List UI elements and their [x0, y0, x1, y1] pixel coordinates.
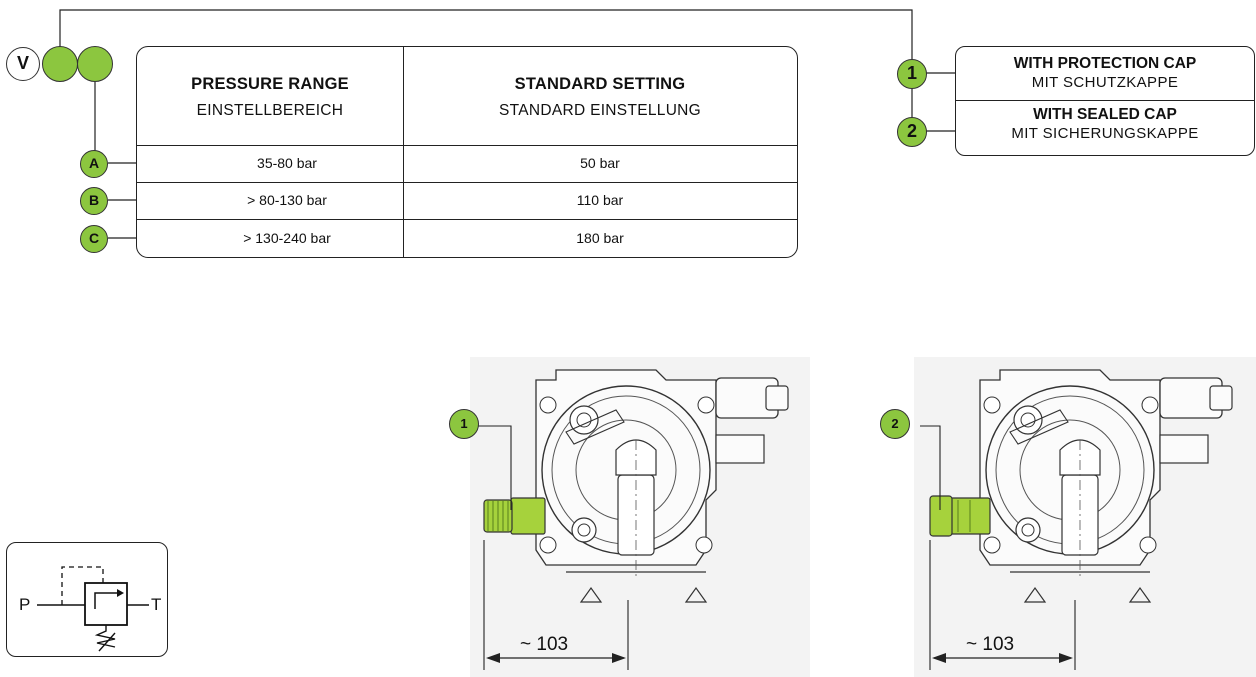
cap-option-2: WITH SEALED CAP MIT SICHERUNGSKAPPE	[1011, 106, 1199, 142]
port-p-label: P	[19, 595, 31, 614]
setting-cell-a: 50 bar	[580, 155, 620, 171]
header-pressure-range: PRESSURE RANGE EINSTELLBEREICH	[191, 75, 349, 119]
row-code-b: B	[80, 187, 108, 215]
pressure-relief-valve-symbol: P T	[6, 542, 168, 657]
valve-symbol-icon	[37, 566, 149, 652]
variant-label: V	[16, 53, 29, 73]
port-t-label: T	[151, 595, 162, 614]
cap-code-2: 2	[897, 117, 927, 147]
variant-circle: V	[6, 47, 40, 81]
drawing-callout-1: 1	[449, 409, 479, 439]
cap-option-1: WITH PROTECTION CAP MIT SCHUTZKAPPE	[1013, 55, 1197, 91]
option-circle-pressure	[42, 46, 78, 82]
pump-drawings	[477, 369, 1233, 670]
range-cell-b: > 80-130 bar	[247, 192, 327, 208]
range-cell-c: > 130-240 bar	[243, 230, 331, 246]
option-circle-cap	[77, 46, 113, 82]
drawing-callout-2: 2	[880, 409, 910, 439]
row-code-a: A	[80, 150, 108, 178]
range-cell-a: 35-80 bar	[257, 155, 317, 171]
setting-cell-b: 110 bar	[576, 192, 624, 208]
setting-cell-c: 180 bar	[576, 230, 624, 246]
dimension-label-1: ~ 103	[520, 634, 569, 655]
cap-options-box: WITH PROTECTION CAP MIT SCHUTZKAPPE WITH…	[955, 46, 1255, 156]
header-standard-setting: STANDARD SETTING STANDARD EINSTELLUNG	[498, 75, 702, 119]
cap-code-1: 1	[897, 59, 927, 89]
pressure-table: PRESSURE RANGE EINSTELLBEREICH STANDARD …	[136, 46, 798, 258]
row-code-c: C	[80, 225, 108, 253]
dimension-label-2: ~ 103	[966, 634, 1015, 655]
connector-lines	[59, 9, 955, 239]
